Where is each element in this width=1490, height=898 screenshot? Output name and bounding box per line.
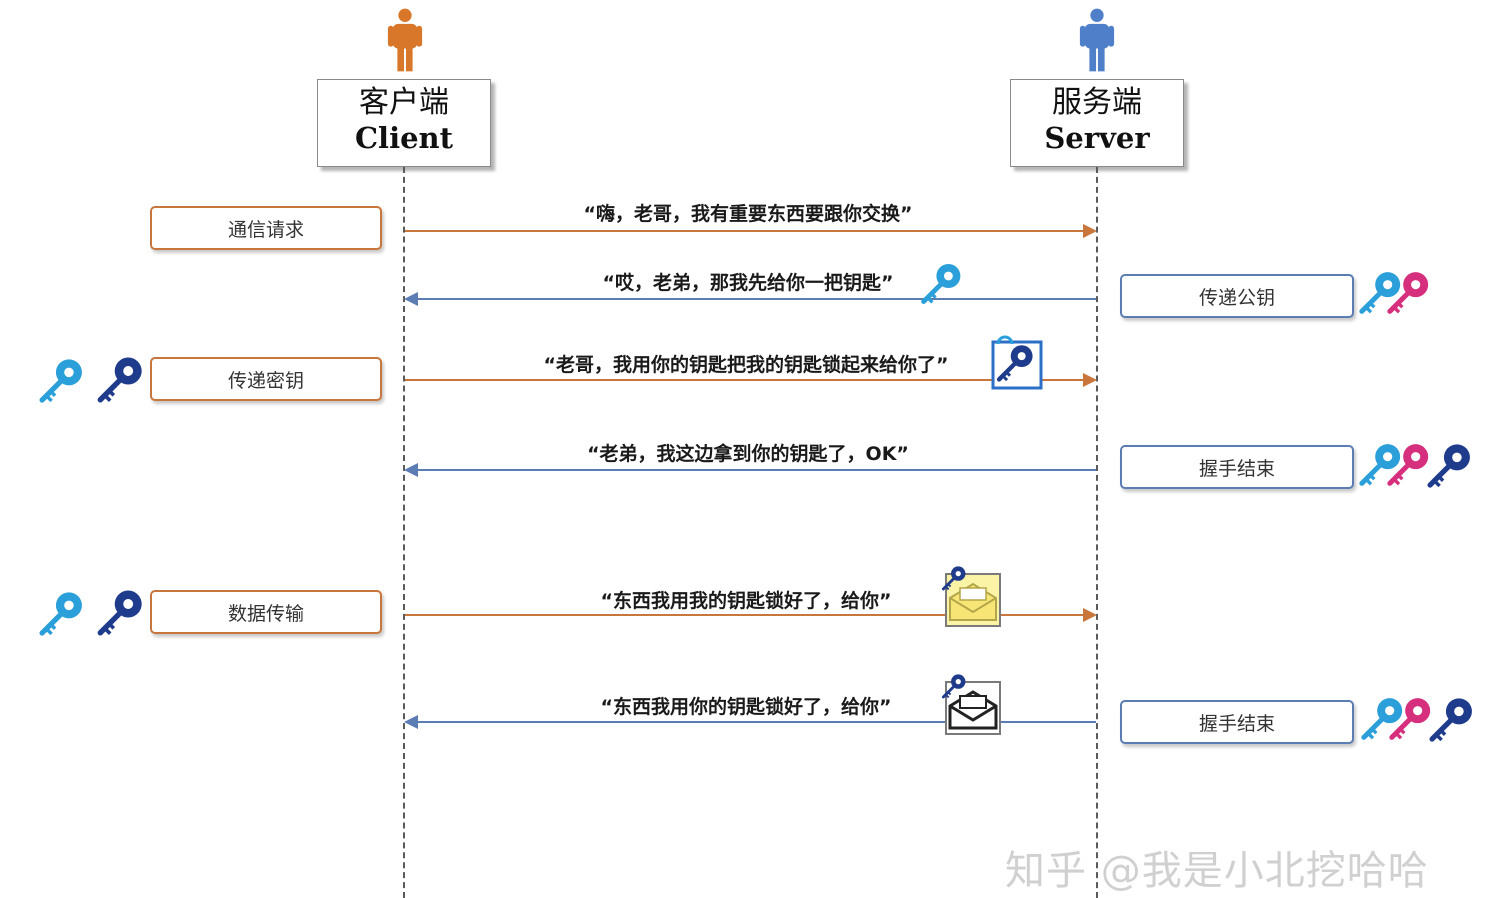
server-label-handshake-end-2: 握手结束: [1120, 700, 1354, 744]
server-header: 服务端 Server: [1010, 79, 1184, 167]
server-person-icon: [1078, 6, 1116, 74]
client-person-icon: [386, 6, 424, 74]
arrow-4: [404, 463, 1096, 477]
arrow-2: [404, 292, 1096, 306]
arrow-6: [404, 715, 1096, 729]
session-key-icon: [1424, 440, 1476, 492]
client-header: 客户端 Client: [317, 79, 491, 167]
message-3: “老哥，我用你的钥匙把我的钥匙锁起来给你了”: [543, 354, 949, 376]
envelope-icon: [940, 563, 1001, 627]
client-label-request: 通信请求: [150, 206, 382, 250]
client-title-zh: 客户端: [359, 85, 449, 120]
client-title-en: Client: [354, 121, 454, 155]
envelope-icon: [940, 670, 1001, 735]
arrow-1: [405, 224, 1097, 238]
public-key-icon: [918, 260, 966, 308]
arrow-3: [405, 373, 1097, 387]
server-lifeline: [1096, 167, 1098, 898]
session-key-icon: [94, 586, 148, 640]
server-title-en: Server: [1044, 121, 1150, 155]
private-key-icon: [1384, 268, 1434, 318]
server-title-zh: 服务端: [1052, 85, 1142, 120]
server-label-public-key: 传递公钥: [1120, 274, 1354, 318]
message-2: “哎，老弟，那我先给你一把钥匙”: [602, 272, 894, 294]
message-6: “东西我用你的钥匙锁好了，给你”: [600, 696, 892, 718]
locked-key-box-icon: [991, 335, 1043, 390]
server-label-handshake-end-1: 握手结束: [1120, 445, 1354, 489]
public-key-icon: [36, 355, 88, 407]
watermark: 知乎 @我是小北挖哈哈: [1005, 848, 1429, 894]
message-4: “老弟，我这边拿到你的钥匙了，OK”: [587, 443, 909, 465]
message-5: “东西我用我的钥匙锁好了，给你”: [600, 590, 892, 612]
session-key-icon: [1426, 694, 1478, 746]
client-lifeline: [403, 167, 405, 898]
message-1: “嗨，老哥，我有重要东西要跟你交换”: [583, 203, 913, 225]
client-label-key-transfer: 传递密钥: [150, 357, 382, 401]
client-label-data-transfer: 数据传输: [150, 590, 382, 634]
public-key-icon: [36, 588, 88, 640]
arrow-5: [405, 608, 1097, 622]
session-key-icon: [94, 353, 148, 407]
